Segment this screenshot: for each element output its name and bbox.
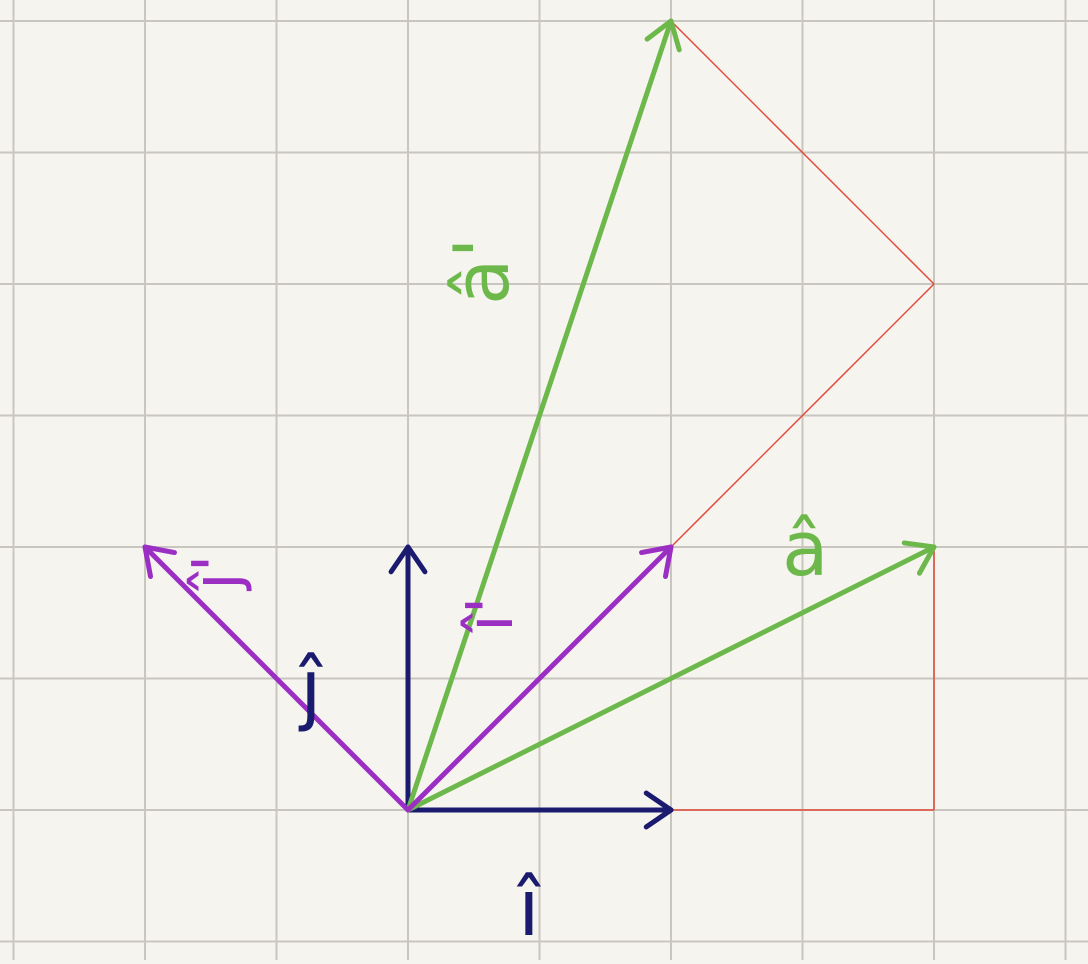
arrowhead: [639, 544, 674, 579]
arrowhead: [901, 540, 937, 576]
arrowhead: [142, 544, 177, 579]
j-hat-prime-vector: [142, 544, 411, 813]
arrowhead: [644, 18, 682, 53]
construction-line: [670, 20, 935, 285]
j-hat-vector: [388, 544, 428, 813]
a-hat-vector: [405, 540, 937, 813]
construction-line: [670, 283, 935, 548]
i-hat-label: î: [516, 864, 541, 954]
construction-lines: [670, 20, 935, 811]
a-hat-prime-label: â': [437, 238, 526, 305]
j-hat-prime-label: ĵ': [180, 555, 254, 592]
a-hat-label: â: [782, 504, 829, 593]
a-hat-prime-vector: [405, 18, 682, 813]
vector-labels: â' â î' ĵ' ĵ î: [180, 238, 829, 954]
vectors: [142, 18, 937, 830]
arrowhead: [388, 544, 428, 575]
j-hat-label: ĵ: [298, 644, 323, 734]
arrowhead: [643, 790, 674, 830]
i-hat-prime-label: î': [454, 597, 528, 634]
i-hat-prime-vector: [405, 544, 674, 813]
i-hat-vector: [405, 790, 674, 830]
